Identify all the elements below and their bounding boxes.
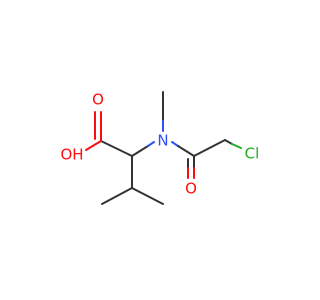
chlorine-label: Cl xyxy=(245,145,260,163)
bond-ch2-cl-b xyxy=(231,143,242,149)
nitrogen-label: N xyxy=(157,132,168,150)
bond-ch2-cl-a xyxy=(224,139,233,145)
bond-n-amide-a xyxy=(171,141,179,147)
hydroxyl-label: OH xyxy=(60,146,83,164)
acid-oxygen-label: O xyxy=(92,91,104,109)
amide-oxygen-label: O xyxy=(185,180,197,198)
bond-amide-ch2 xyxy=(193,139,226,157)
bond-n-amide-b xyxy=(177,145,195,157)
structure-svg: OH O N O Cl xyxy=(60,91,259,205)
bond-alpha-n-a xyxy=(131,145,149,157)
atom-labels: OH O N O Cl xyxy=(60,91,259,198)
molecule-diagram: OH O N O Cl xyxy=(60,90,260,205)
bonds xyxy=(85,91,242,205)
bond-carboxyl-alpha xyxy=(100,140,133,157)
bond-ch-methyl-left xyxy=(101,187,133,205)
bond-alpha-n-b xyxy=(147,141,155,147)
bond-ch-methyl-right xyxy=(131,187,164,205)
bond-c-oh xyxy=(85,140,102,151)
